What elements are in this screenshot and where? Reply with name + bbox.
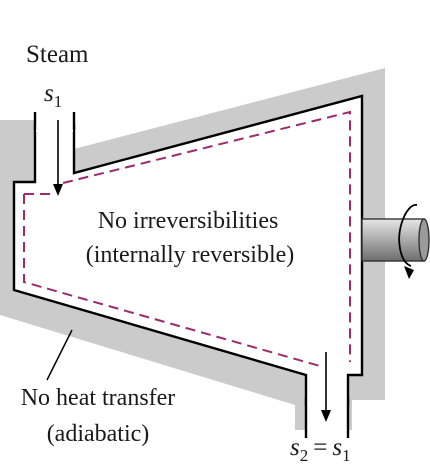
interior-label-line2: (internally reversible) xyxy=(86,242,295,268)
outlet-pipe-walls xyxy=(304,398,350,438)
inlet-state-subscript: 1 xyxy=(54,92,63,111)
steam-label: Steam xyxy=(26,41,89,68)
inlet-state-label: s1 xyxy=(44,80,62,111)
outlet-state-lhs-symbol: s xyxy=(290,434,300,461)
inlet-opening xyxy=(36,112,73,132)
outlet-state-rhs-subscript: 1 xyxy=(342,446,351,465)
outlet-state-label: s2=s1 xyxy=(290,434,351,465)
outlet-state-rhs-symbol: s xyxy=(332,434,342,461)
control-surface xyxy=(23,110,351,367)
inlet-state-symbol: s xyxy=(44,80,54,107)
outlet-state-lhs-subscript: 2 xyxy=(300,446,309,465)
inlet-pipe-walls xyxy=(33,112,76,130)
outlet-state-equals: = xyxy=(313,434,327,461)
boundary-label-line2: (adiabatic) xyxy=(47,421,150,447)
turbine-shaft xyxy=(361,218,430,262)
outlet-flow-arrow xyxy=(321,352,331,422)
adiabatic-leader-line xyxy=(46,329,73,381)
interior-label-line1: No irreversibilities xyxy=(98,208,279,234)
inlet-flow-arrow xyxy=(53,120,63,196)
rotation-arrow xyxy=(398,204,418,279)
boundary-label-line1: No heat transfer xyxy=(21,385,176,411)
